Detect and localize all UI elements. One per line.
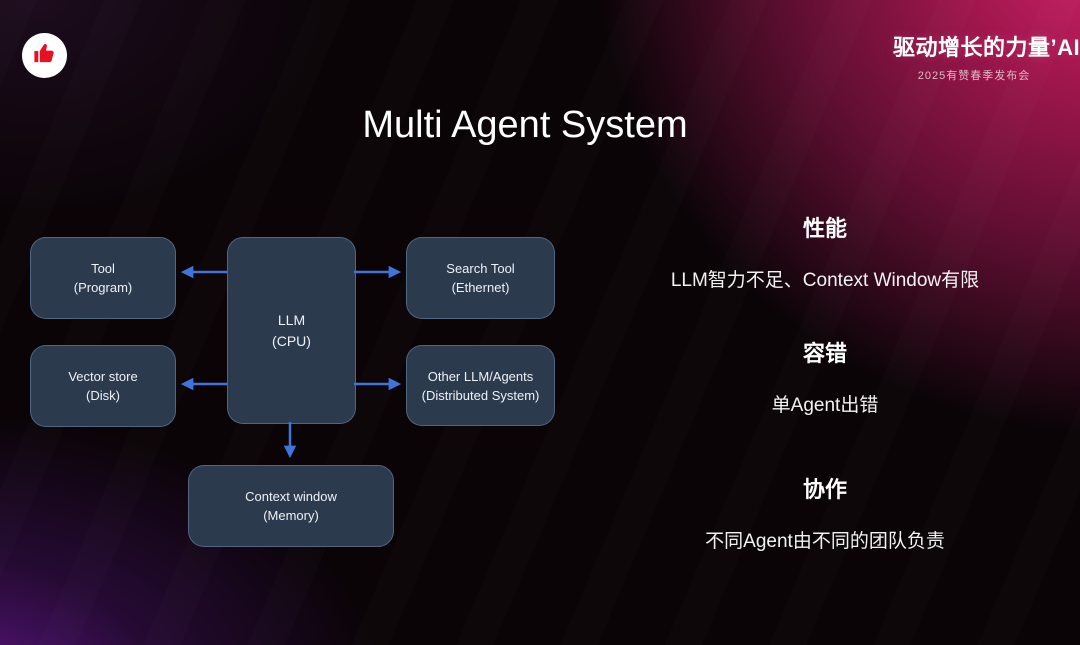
node-label-line2: (CPU)	[272, 332, 311, 349]
diagram-node-tool: Tool (Program)	[30, 237, 176, 319]
slide-title: Multi Agent System	[362, 104, 688, 146]
thumbs-up-icon	[32, 40, 58, 71]
brand-subtitle: 2025有赞春季发布会	[917, 70, 1031, 82]
brand-ai-mark: ’AI	[1050, 35, 1080, 60]
node-label-line1: Vector store	[68, 369, 138, 384]
event-brand: 驱动增长的力量’AI 2025有赞春季发布会	[893, 30, 1080, 83]
node-label-line1: Other LLM/Agents	[427, 368, 534, 384]
brand-title-text: 驱动增长的力量	[893, 35, 1051, 60]
brand-title: 驱动增长的力量’AI	[893, 30, 1080, 62]
node-label-line2: (Memory)	[263, 508, 319, 523]
node-label-line1: Context window	[245, 489, 337, 504]
point-heading: 协作	[802, 477, 847, 502]
youzan-logo-badge	[22, 33, 67, 78]
diagram-node-vector-store: Vector store (Disk)	[30, 345, 176, 427]
node-label-line2: (Distributed System)	[421, 387, 540, 403]
diagram-node-context-window: Context window (Memory)	[188, 465, 394, 547]
point-heading: 性能	[802, 216, 847, 241]
node-label-line2: (Ethernet)	[451, 280, 510, 295]
point-body: 单Agent出错	[771, 395, 879, 416]
diagram-node-other-agents: Other LLM/Agents (Distributed System)	[406, 345, 555, 426]
node-label-line1: LLM	[277, 311, 306, 328]
point-performance: 性能 LLM智力不足、Context Window有限	[620, 214, 1030, 294]
node-label-line1: Search Tool	[446, 261, 515, 276]
point-body: 不同Agent由不同的团队负责	[705, 531, 945, 552]
point-fault-tolerance: 容错 单Agent出错	[620, 339, 1030, 419]
point-body: LLM智力不足、Context Window有限	[670, 270, 980, 291]
diagram-node-search-tool: Search Tool (Ethernet)	[406, 237, 555, 319]
node-label-line1: Tool	[91, 261, 115, 276]
node-label-line2: (Program)	[73, 280, 133, 295]
point-heading: 容错	[802, 341, 847, 366]
diagram-node-llm: LLM (CPU)	[227, 237, 356, 424]
point-collaboration: 协作 不同Agent由不同的团队负责	[620, 475, 1030, 555]
node-label-line2: (Disk)	[86, 388, 120, 403]
